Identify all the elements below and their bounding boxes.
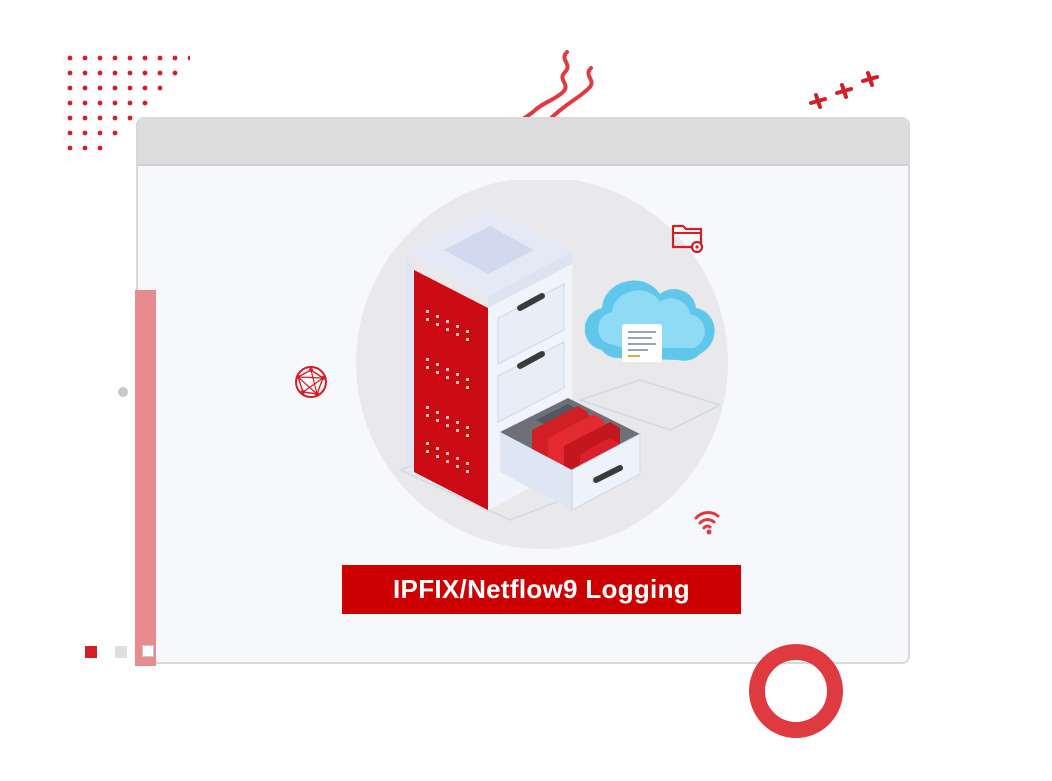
vent-dot: [456, 457, 459, 460]
window-titlebar: [138, 119, 908, 166]
grid-dot: [82, 55, 88, 61]
grid-dot: [97, 85, 103, 91]
side-accent-bar: [135, 290, 156, 666]
grid-dot: [142, 85, 148, 91]
plus-signs-decoration: [809, 71, 879, 109]
grid-dot: [172, 70, 178, 76]
folder-settings-icon: [671, 224, 704, 254]
vent-dot: [466, 330, 469, 333]
vent-dot: [456, 373, 459, 376]
pagination-square-active[interactable]: [85, 646, 97, 658]
cloud-document-icon: [584, 280, 715, 362]
grid-dot: [82, 130, 88, 136]
grid-dot: [82, 70, 88, 76]
vent-dot: [446, 452, 449, 455]
grid-dot: [112, 100, 118, 106]
vent-dot: [446, 320, 449, 323]
grid-dot: [127, 70, 133, 76]
grid-dot: [67, 100, 73, 106]
grid-dot: [97, 100, 103, 106]
grid-dot: [142, 70, 148, 76]
vent-dot: [456, 429, 459, 432]
vent-dot: [436, 419, 439, 422]
pagination-square[interactable]: [115, 646, 127, 658]
grid-dot: [112, 85, 118, 91]
vent-dot: [426, 358, 429, 361]
grid-dot: [67, 145, 73, 151]
grid-dot: [112, 70, 118, 76]
vent-dot: [426, 442, 429, 445]
vent-dot: [436, 371, 439, 374]
grid-dot: [142, 55, 148, 61]
grid-dot: [67, 85, 73, 91]
vent-dot: [466, 426, 469, 429]
grid-dot: [127, 55, 133, 61]
grid-dot: [82, 115, 88, 121]
grid-dot: [112, 115, 118, 121]
vent-dot: [466, 470, 469, 473]
vent-dot: [446, 368, 449, 371]
grid-dot: [67, 55, 73, 61]
vent-dot: [446, 460, 449, 463]
vent-dot: [436, 411, 439, 414]
grid-dot: [157, 70, 163, 76]
grid-dot: [157, 85, 163, 91]
vent-dot: [456, 421, 459, 424]
grid-dot: [97, 55, 103, 61]
grid-dot: [172, 55, 178, 61]
grid-dot: [82, 100, 88, 106]
vent-dot: [466, 434, 469, 437]
grid-dot: [97, 145, 103, 151]
vent-dot: [456, 381, 459, 384]
squiggle-decoration: [513, 50, 594, 123]
vent-dot: [466, 338, 469, 341]
vent-dot: [426, 406, 429, 409]
vent-dot: [436, 447, 439, 450]
dot-grid-decoration: [67, 55, 190, 151]
vent-dot: [466, 386, 469, 389]
vent-dot: [466, 462, 469, 465]
grid-dot: [112, 130, 118, 136]
vent-dot: [436, 455, 439, 458]
grid-dot: [127, 100, 133, 106]
vent-dot: [446, 376, 449, 379]
open-drawer-files: [500, 398, 641, 511]
ring-decoration: [749, 644, 843, 738]
vent-dot: [426, 450, 429, 453]
vent-dot: [436, 323, 439, 326]
vent-dot: [436, 315, 439, 318]
grid-dot: [67, 115, 73, 121]
grid-dot: [187, 55, 190, 61]
grid-dot: [112, 55, 118, 61]
vent-dot: [456, 333, 459, 336]
vent-dot: [426, 366, 429, 369]
vent-dot: [426, 318, 429, 321]
vent-dot: [456, 465, 459, 468]
vent-dot: [456, 325, 459, 328]
grid-dot: [142, 100, 148, 106]
grid-dot: [67, 70, 73, 76]
pagination-square-outline[interactable]: [142, 645, 154, 657]
grid-dot: [97, 130, 103, 136]
grid-dot: [97, 70, 103, 76]
grid-dot: [127, 115, 133, 121]
vent-dot: [446, 328, 449, 331]
globe-network-icon: [295, 366, 327, 398]
feature-caption: IPFIX/Netflow9 Logging: [342, 565, 741, 614]
vent-dot: [436, 363, 439, 366]
grid-dot: [67, 130, 73, 136]
vent-dot: [446, 424, 449, 427]
vent-dot: [426, 414, 429, 417]
grid-dot: [157, 55, 163, 61]
grid-dot: [82, 85, 88, 91]
grid-dot: [127, 85, 133, 91]
wifi-icon: [694, 511, 720, 535]
server-illustration: [356, 180, 728, 549]
grid-dot: [82, 145, 88, 151]
grid-dot: [97, 115, 103, 121]
vent-dot: [426, 310, 429, 313]
vent-dot: [446, 416, 449, 419]
side-dot-decoration: [118, 387, 128, 397]
vent-dot: [466, 378, 469, 381]
